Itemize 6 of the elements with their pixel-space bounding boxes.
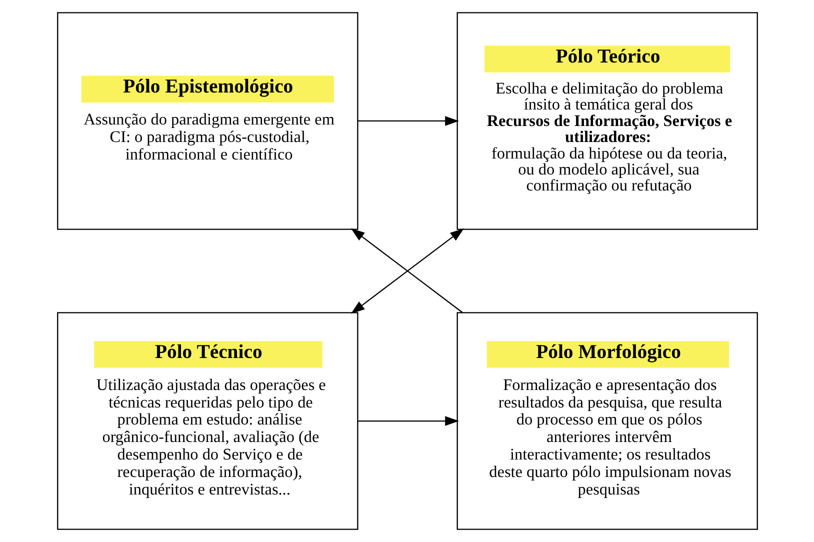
arrow xyxy=(357,116,458,126)
arrow xyxy=(357,416,458,426)
node-box: Pólo Epistemológico Assunção do paradigma emergente em CI: o paradigma pós-custodial, informacional e científico xyxy=(56,12,358,230)
node-box: Pólo Teórico Escolha e delimitação do problema ínsito à temática geral dos Recursos de Informação, Serviços e utilizadores: formulação da hipótese ou da teoria, ou do modelo aplicável, sua confirmação ou refutação xyxy=(456,12,758,230)
node-box: Pólo Técnico Utilização ajustada das operações e técnicas requeridas pelo tipo de problema em estudo: análise orgânico-funcional, avaliação (de desempenho do Serviço e de recuperação de informação), inquéritos e entrevistas... xyxy=(56,312,358,530)
node-box: Pólo Morfológico Formalização e apresentação dos resultados da pesquisa, que resulta do processo em que os pólos anteriores intervêm interactivamente; os resultados deste quarto pólo impulsionam novas pesquisas xyxy=(456,312,758,530)
